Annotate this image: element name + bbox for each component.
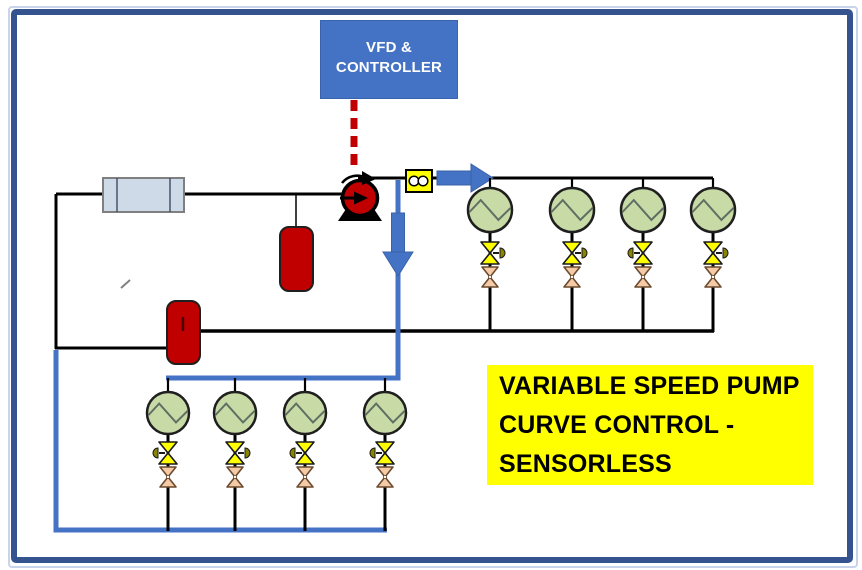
isolation-valve-icon — [634, 266, 652, 288]
valve-spindle-dot — [641, 274, 646, 279]
expansion-tank-icon — [279, 226, 314, 292]
valve-spindle-dot — [232, 474, 237, 479]
vfd-controller-box: VFD & CONTROLLER — [320, 20, 458, 99]
heat-exchanger-icon — [212, 390, 258, 436]
valve-actuator-icon — [627, 247, 634, 259]
control-valve-icon — [369, 441, 395, 465]
vfd-label-line2: CONTROLLER — [335, 59, 443, 76]
control-valve-icon — [703, 241, 729, 265]
load-branch — [362, 378, 408, 531]
load-branch — [548, 178, 596, 332]
valve-actuator-icon — [369, 447, 376, 459]
isolation-valve-icon — [376, 466, 394, 488]
load-branch — [282, 378, 328, 531]
valve-actuator-icon — [722, 247, 729, 259]
valve-spindle-dot — [711, 274, 716, 279]
heat-exchanger-icon — [619, 186, 667, 234]
pen-mark — [120, 279, 131, 289]
pump-icon — [338, 171, 382, 221]
vfd-label-line1: VFD & — [366, 39, 412, 56]
caption-box: VARIABLE SPEED PUMP CURVE CONTROL - SENS… — [487, 365, 813, 485]
pump-flow-arrow — [354, 191, 368, 205]
valve-actuator-icon — [152, 447, 159, 459]
isolation-valve-icon — [296, 466, 314, 488]
isolation-valve-icon — [226, 466, 244, 488]
isolation-valve-icon — [563, 266, 581, 288]
control-valve-icon — [480, 241, 506, 265]
heat-exchanger-icon — [466, 186, 514, 234]
load-branch — [212, 378, 258, 531]
valve-actuator-icon — [289, 447, 296, 459]
control-valve-icon — [289, 441, 315, 465]
isolation-valve-icon — [704, 266, 722, 288]
valve-actuator-icon — [244, 447, 251, 459]
control-valve-icon — [562, 241, 588, 265]
control-valve-icon — [225, 441, 251, 465]
flow-meter-icon — [405, 169, 433, 193]
frame-shadow — [8, 6, 858, 568]
heat-exchanger-icon — [282, 390, 328, 436]
supply-flow-arrow-icon — [436, 163, 494, 193]
valve-spindle-dot — [165, 474, 170, 479]
source-vessel-icon — [102, 177, 185, 213]
caption-line2: CURVE CONTROL - — [499, 411, 735, 439]
load-branches — [145, 178, 737, 531]
heat-exchanger-icon — [362, 390, 408, 436]
valve-spindle-dot — [302, 474, 307, 479]
load-branch — [619, 178, 667, 332]
isolation-valve-icon — [159, 466, 177, 488]
control-valve-icon — [152, 441, 178, 465]
bypass-flow-arrow-icon — [382, 212, 414, 277]
control-valve-icon — [627, 241, 653, 265]
buffer-tank-icon — [166, 300, 201, 365]
caption-line1: VARIABLE SPEED PUMP — [499, 372, 800, 400]
heat-exchanger-icon — [145, 390, 191, 436]
bottom-return-pipe — [53, 350, 387, 533]
valve-actuator-icon — [581, 247, 588, 259]
valve-spindle-dot — [570, 274, 575, 279]
heat-exchanger-icon — [548, 186, 596, 234]
load-branch — [145, 378, 191, 531]
valve-spindle-dot — [487, 274, 492, 279]
valve-actuator-icon — [499, 247, 506, 259]
isolation-valve-icon — [481, 266, 499, 288]
load-branch — [466, 178, 514, 332]
valve-spindle-dot — [382, 474, 387, 479]
caption-line3: SENSORLESS — [499, 450, 672, 478]
heat-exchanger-icon — [689, 186, 737, 234]
load-branch — [689, 178, 737, 332]
pump-rotation-arrow — [362, 171, 376, 185]
